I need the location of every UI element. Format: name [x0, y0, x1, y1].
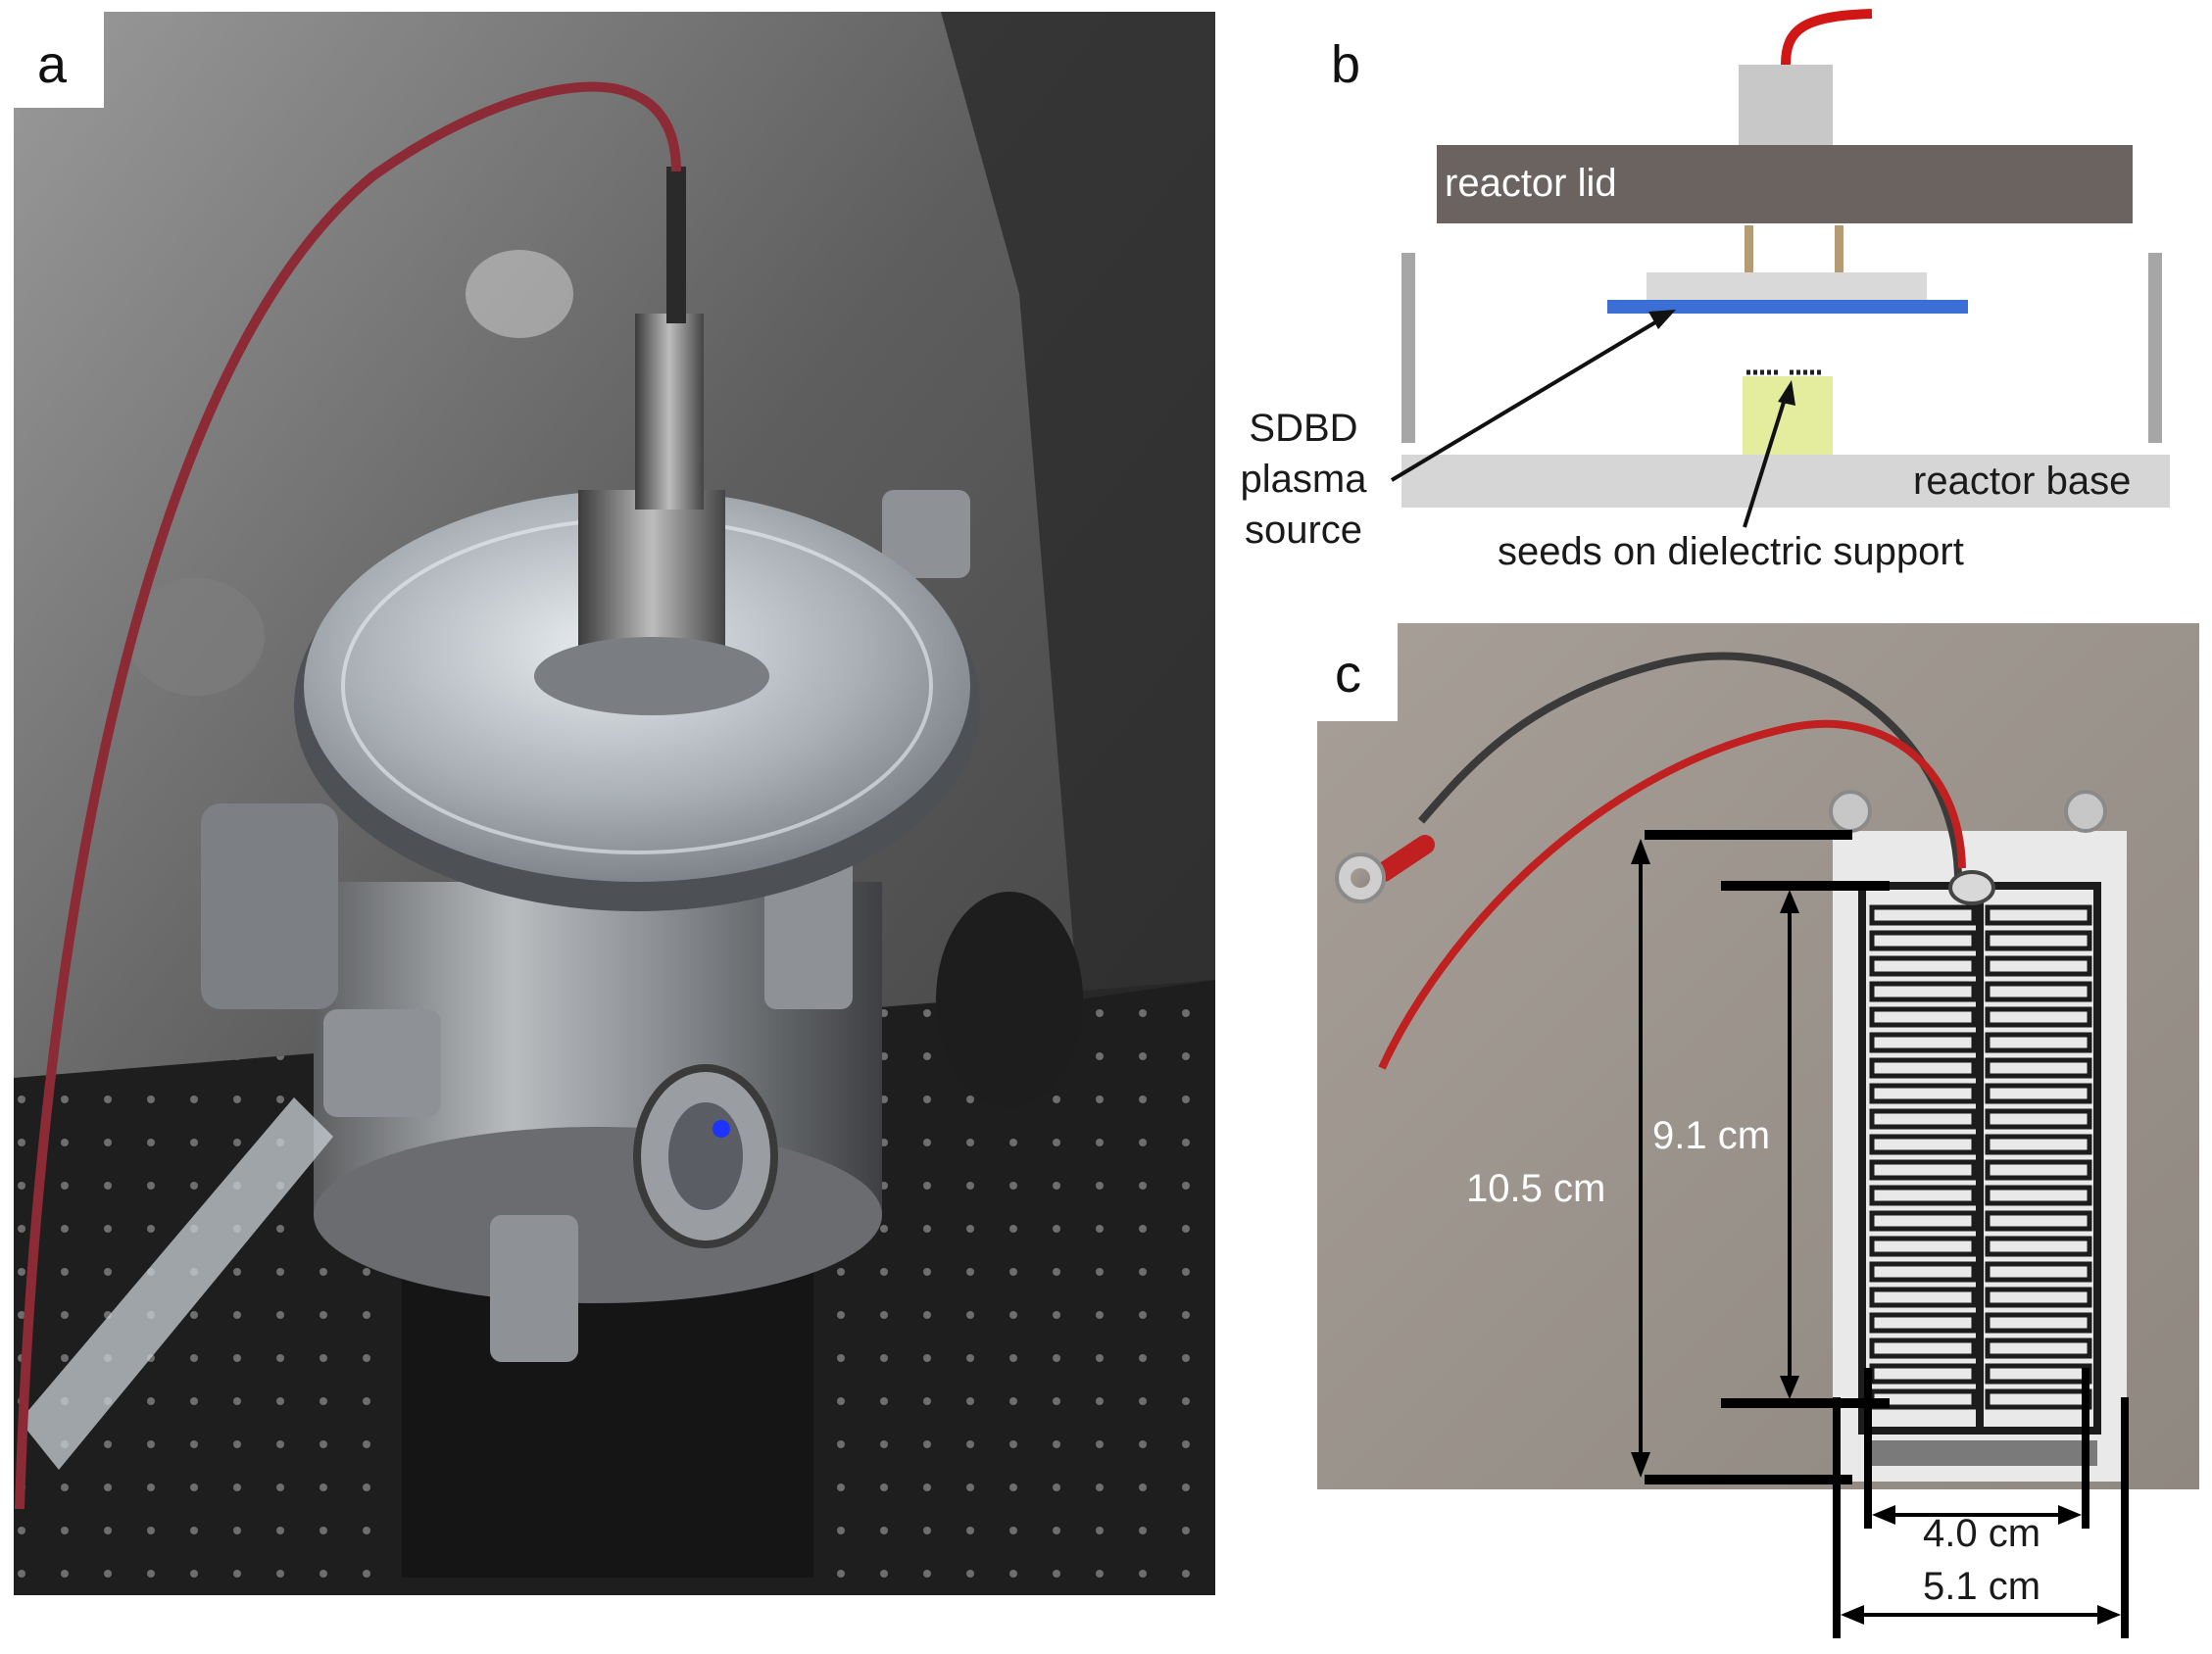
electrode-bar-left: [1869, 1287, 1977, 1308]
electrode-bar-right: [1985, 1134, 2092, 1155]
panel-a-photo: [14, 12, 1215, 1595]
plasma-glow-dot: [713, 1120, 730, 1138]
electrode-bar-right: [1985, 981, 2092, 1002]
electrode-bar-left: [1869, 981, 1977, 1002]
hv-cable-schematic: [1781, 9, 1873, 66]
electrode-bar-left: [1869, 955, 1977, 977]
electrode-bar-left: [1869, 904, 1977, 926]
electrode-bar-right: [1985, 1159, 2092, 1181]
reactor-base: [1401, 455, 2170, 508]
reactor-base-label: reactor base: [1913, 460, 2131, 503]
electrode-bar-right: [1985, 1338, 2092, 1359]
electrode-bar-right: [1985, 930, 2092, 951]
outer-height-label: 10.5 cm: [1466, 1167, 1605, 1210]
electrode-bar-left: [1869, 1312, 1977, 1334]
panel-c-letter: c: [1335, 645, 1361, 704]
electrode-plate: [1647, 272, 1927, 300]
panel-b-letter: b: [1331, 35, 1360, 94]
electrode-bar-left: [1869, 1185, 1977, 1206]
inner-height-label: 9.1 cm: [1652, 1114, 1770, 1157]
reactor-lid-label: reactor lid: [1445, 162, 1617, 205]
electrode-bar-right: [1985, 1032, 2092, 1053]
sdbd-label-line3: source: [1245, 509, 1362, 552]
outer-width-label: 5.1 cm: [1923, 1565, 2040, 1608]
sdbd-label-line2: plasma: [1241, 458, 1368, 501]
hv-cable: [15, 81, 681, 1510]
dimension-lines: [1631, 830, 2129, 1638]
electrode-bar-right: [1985, 1210, 2092, 1232]
electrode-bar-right: [1985, 1057, 2092, 1079]
electrode-bar-right: [1985, 1083, 2092, 1104]
panel-a-letter: a: [37, 35, 68, 94]
electrode-bar-left: [1869, 1159, 1977, 1181]
inner-width-label: 4.0 cm: [1923, 1512, 2040, 1555]
electrode-bar-left: [1869, 1261, 1977, 1283]
electrode-bar-right: [1985, 1261, 2092, 1283]
connector-block: [1739, 65, 1833, 145]
electrode-bar-right: [1985, 1006, 2092, 1028]
sdbd-label-line1: SDBD: [1249, 407, 1357, 450]
electrode-bar-left: [1869, 1210, 1977, 1232]
electrode-bar-left: [1869, 930, 1977, 951]
electrode-bar-right: [1985, 1108, 2092, 1130]
sdbd-electrode: [1607, 300, 1968, 314]
electrode-bar-left: [1869, 1236, 1977, 1257]
electrode-bar-right: [1985, 955, 2092, 977]
electrode-bar-left: [1869, 1032, 1977, 1053]
seeds-label: seeds on dielectric support: [1498, 530, 1964, 573]
electrode-bar-right: [1985, 1185, 2092, 1206]
reactor-lid: [1437, 145, 2133, 223]
electrode-bar-right: [1985, 1236, 2092, 1257]
red-wire: [1378, 719, 1966, 1070]
electrode-bar-right: [1985, 1287, 2092, 1308]
electrode-bar-left: [1869, 1057, 1977, 1079]
electrode-grid: [1869, 904, 2092, 1410]
panel-c-photo: [1317, 623, 2199, 1489]
electrode-bar-left: [1869, 1006, 1977, 1028]
electrode-bar-left: [1869, 1338, 1977, 1359]
electrode-bar-right: [1985, 904, 2092, 926]
panel-b-schematic: [1390, 9, 2170, 528]
electrode-bar-right: [1985, 1312, 2092, 1334]
electrode-bar-left: [1869, 1083, 1977, 1104]
electrode-bar-left: [1869, 1134, 1977, 1155]
electrode-bar-left: [1869, 1108, 1977, 1130]
